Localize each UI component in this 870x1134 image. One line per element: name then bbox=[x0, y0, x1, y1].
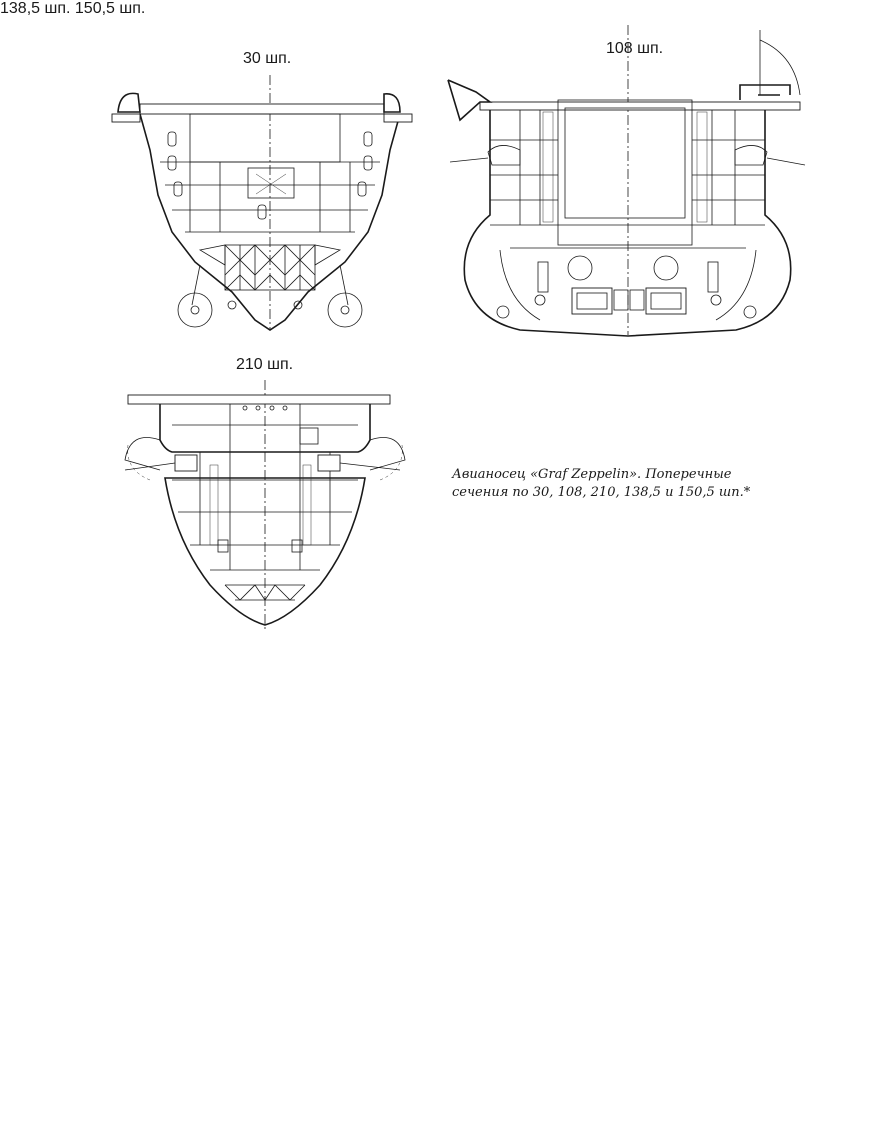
port-gun-30 bbox=[111, 113, 141, 123]
section-label-30: 30 шп. bbox=[243, 50, 291, 67]
hull-shell-108 bbox=[463, 110, 792, 337]
lower-truss-30 bbox=[198, 244, 342, 291]
section-label-210: 210 шп. bbox=[236, 356, 293, 373]
section-label-150-5: 150,5 шп. bbox=[74, 0, 146, 17]
port-sponson-30 bbox=[117, 92, 141, 113]
machinery-108 bbox=[499, 247, 757, 321]
compartments-30 bbox=[160, 161, 380, 233]
hull-shell-30 bbox=[139, 113, 401, 331]
section-frame-30: 30 шп. bbox=[111, 50, 413, 331]
section-frame-138-5: 138,5 шп. bbox=[0, 0, 75, 17]
crane-arc-108 bbox=[759, 39, 801, 96]
lift-trunk-108 bbox=[557, 99, 693, 246]
side-guns-210 bbox=[124, 437, 406, 472]
flight-deck-108 bbox=[479, 101, 801, 111]
figure-caption: Авианосец «Graf Zeppelin». Поперечные се… bbox=[452, 466, 832, 502]
caption-line-2: сечения по 30, 108, 210, 138,5 и 150,5 ш… bbox=[452, 485, 751, 500]
starboard-sponson-30 bbox=[383, 93, 401, 113]
island-base-108 bbox=[739, 84, 791, 100]
flight-deck-210 bbox=[127, 394, 391, 405]
propeller-shafts-30 bbox=[177, 264, 363, 328]
bow-hull-210 bbox=[164, 477, 366, 626]
side-guns-108 bbox=[449, 145, 806, 166]
port-platform-108 bbox=[447, 79, 493, 122]
compartments-108 bbox=[490, 110, 765, 225]
section-label-138-5: 138,5 шп. bbox=[0, 0, 71, 17]
starboard-gun-30 bbox=[383, 113, 413, 123]
caption-line-1: Авианосец «Graf Zeppelin». Поперечные bbox=[452, 467, 732, 482]
section-frame-210: 210 шп. bbox=[124, 356, 406, 630]
section-frame-108: 108 шп. bbox=[447, 25, 806, 337]
compartments-210 bbox=[172, 404, 358, 571]
center-compartment-30 bbox=[247, 167, 295, 199]
hangar-deck-210 bbox=[159, 404, 371, 453]
hangar-30 bbox=[189, 113, 341, 163]
section-frame-150-5: 150,5 шп. bbox=[75, 0, 145, 17]
flight-deck-30 bbox=[139, 103, 385, 115]
section-label-108: 108 шп. bbox=[606, 40, 663, 57]
